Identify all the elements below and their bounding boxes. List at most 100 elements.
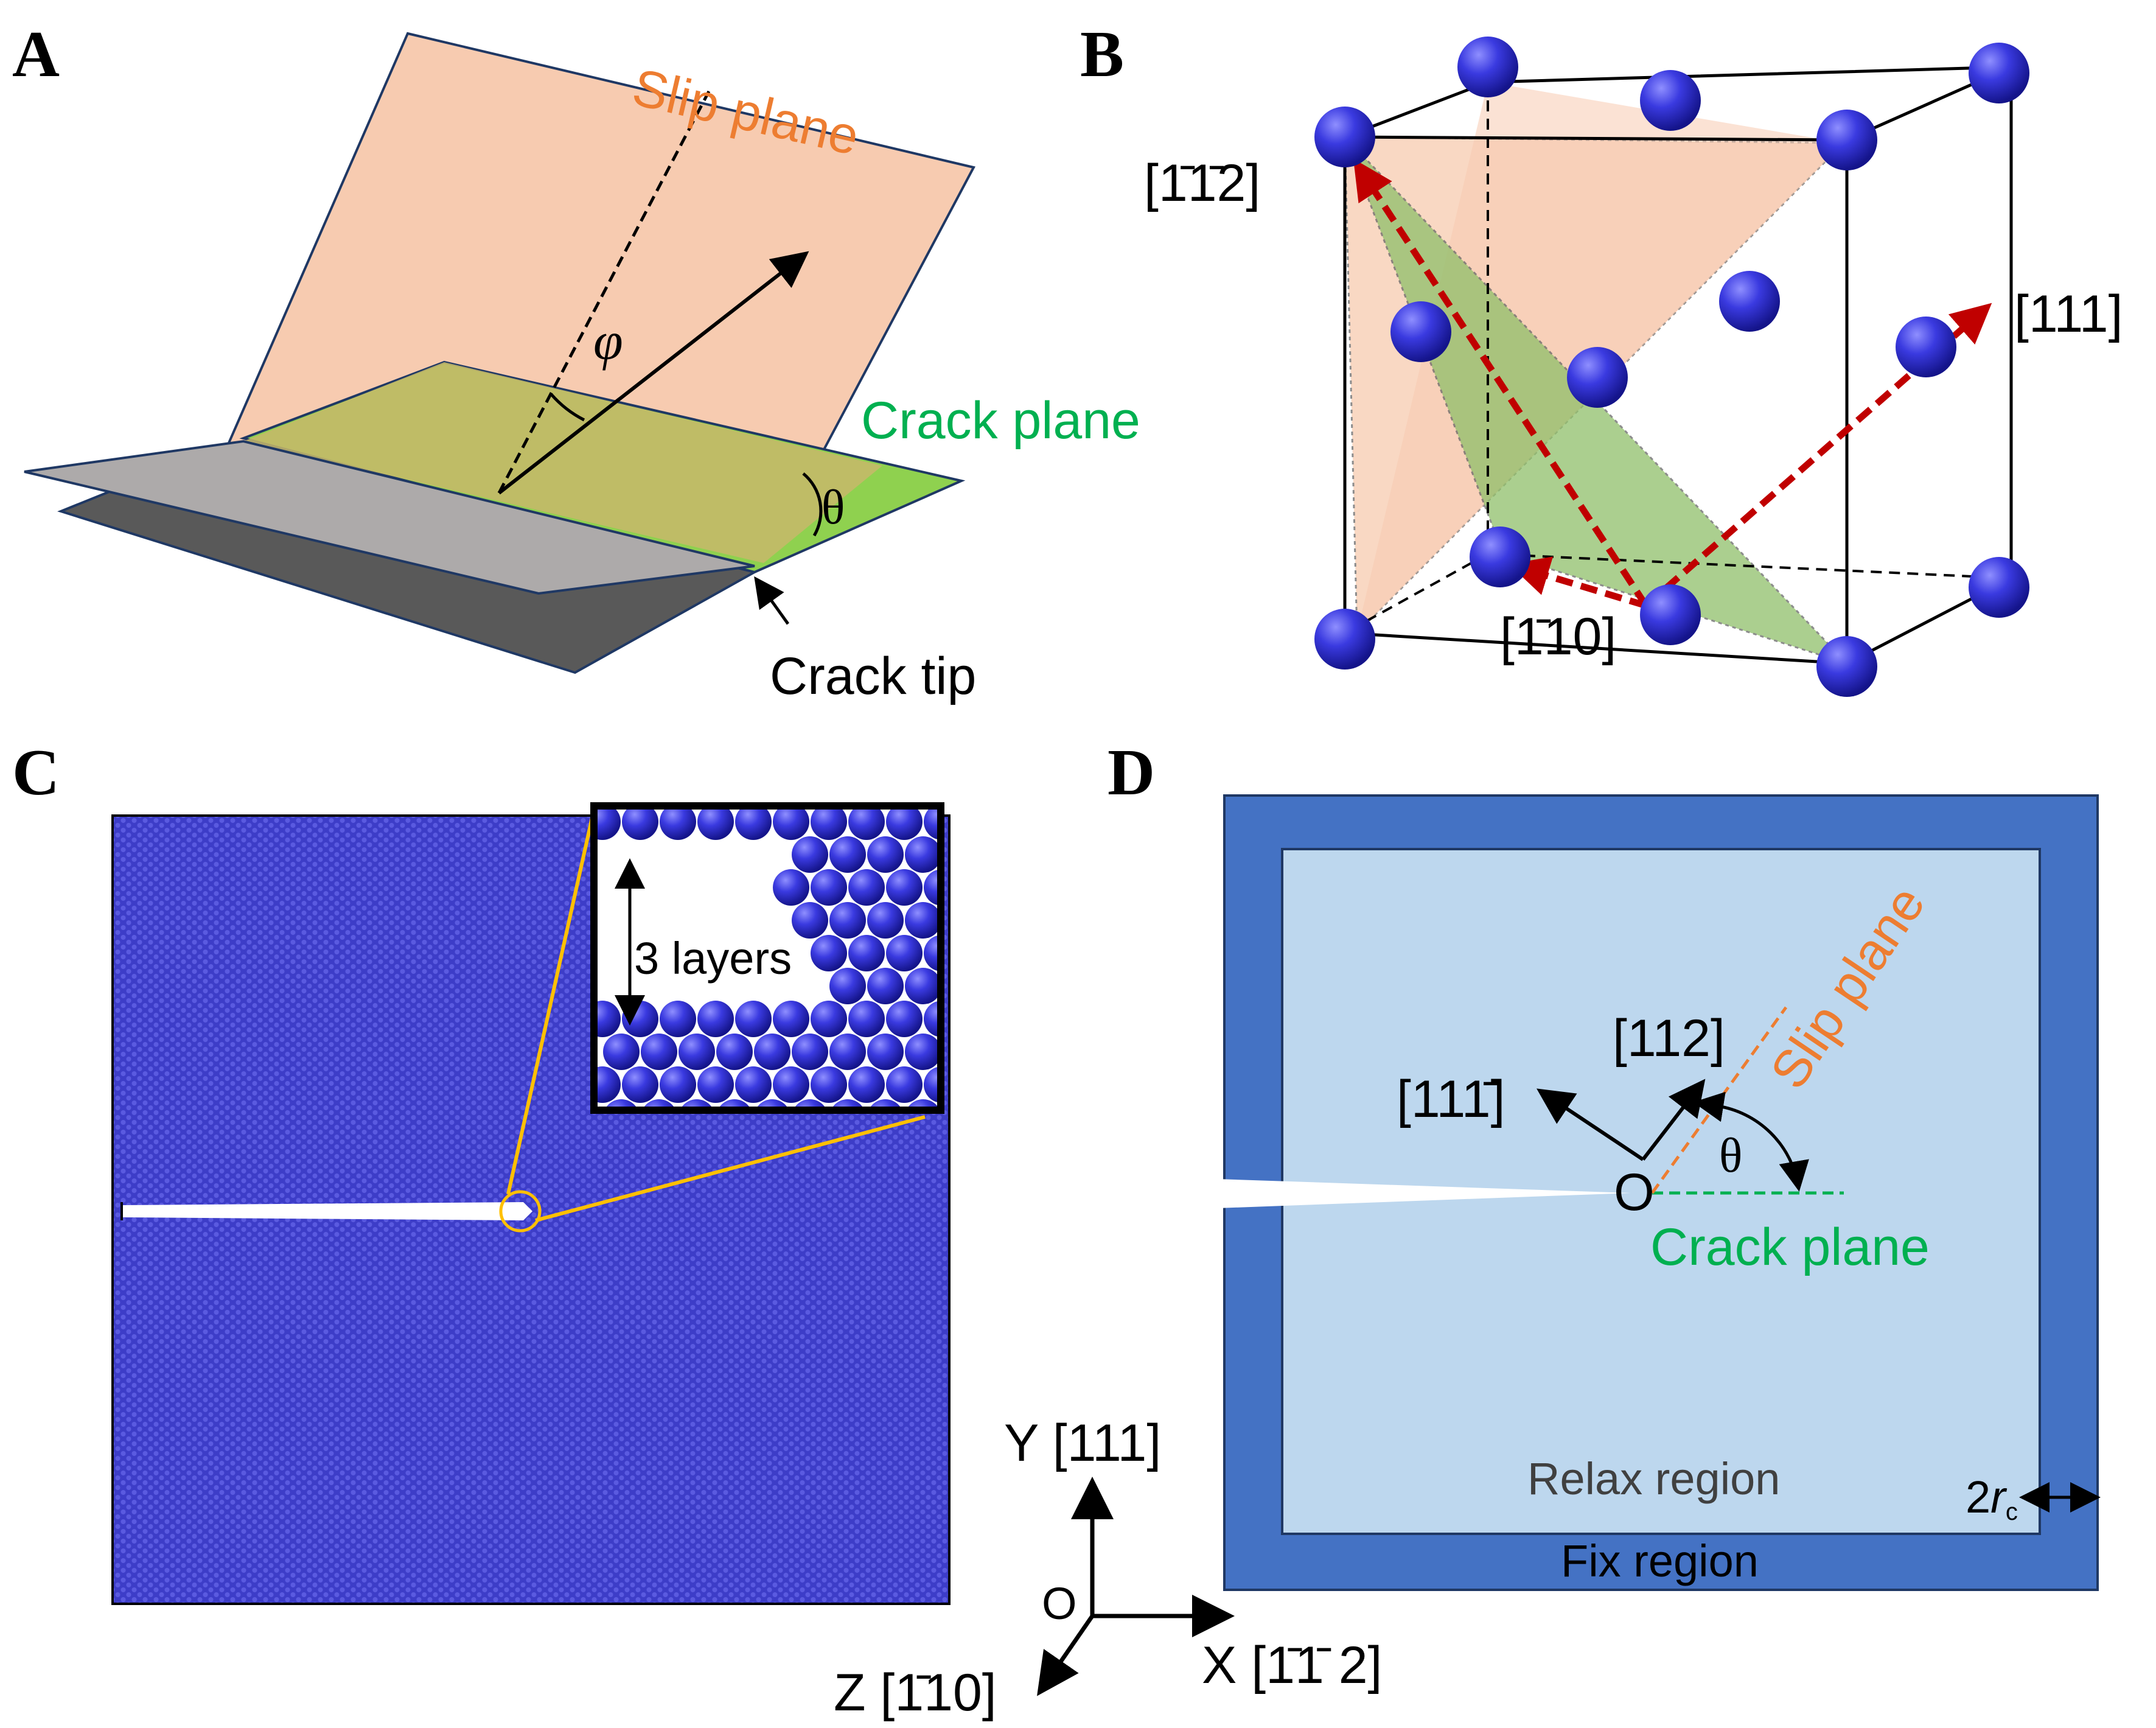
atom xyxy=(1470,526,1530,587)
inset-atom xyxy=(792,1034,828,1070)
theta-symbol-a: θ xyxy=(822,481,845,534)
inset-atom xyxy=(792,902,828,939)
d-crack-wedge xyxy=(1217,1179,1631,1208)
c-zoom-circle xyxy=(499,1190,542,1233)
b-atoms xyxy=(1314,37,2029,697)
d-theta-arc xyxy=(1693,1091,1809,1192)
z-axis-arrow xyxy=(1037,1615,1094,1696)
inset-atom xyxy=(735,806,772,840)
z-axis-label: Z [1̄10] xyxy=(834,1663,997,1722)
d-dir-112-label: [112] xyxy=(1613,1009,1725,1068)
inset-atom xyxy=(924,806,941,840)
atom xyxy=(1969,557,2029,618)
c-zoom-line-bottom xyxy=(535,1115,926,1222)
inset-atom xyxy=(735,1001,772,1037)
inset-atom xyxy=(848,806,885,840)
d-relax-label: Relax region xyxy=(1527,1453,1780,1504)
inset-atom xyxy=(924,935,941,971)
inset-atom xyxy=(829,836,866,873)
inset-atom xyxy=(811,806,847,840)
inset-atom xyxy=(886,869,923,906)
inset-atom xyxy=(594,1001,621,1037)
d-rc-label: 2rc xyxy=(1966,1472,2018,1525)
atom xyxy=(1719,271,1780,332)
inset-atom xyxy=(754,1034,790,1070)
phi-arc xyxy=(550,393,585,422)
inset-atom xyxy=(660,806,696,840)
b-dir-110-label: [1̄10] xyxy=(1500,607,1616,666)
plane-overlap xyxy=(243,362,882,563)
inset-atom xyxy=(867,836,904,873)
inset-atom xyxy=(594,806,621,840)
inset-atom xyxy=(924,869,941,906)
inset-atom xyxy=(773,1001,809,1037)
inset-atom xyxy=(811,869,847,906)
inset-atom xyxy=(848,1066,885,1103)
atom xyxy=(1640,70,1701,131)
inset-atom xyxy=(622,1066,658,1103)
inset-atom xyxy=(697,1066,734,1103)
inset-atom xyxy=(924,1001,941,1037)
d-crack-plane-label: Crack plane xyxy=(1650,1218,1930,1276)
panel-d: D θ O Crack plane Slip plane [112] [111̄… xyxy=(1108,736,2101,1591)
inset-atom xyxy=(773,869,809,906)
inset-atom xyxy=(829,902,866,939)
inset-atom xyxy=(660,1001,696,1037)
inset-atom xyxy=(697,1001,734,1037)
d-dir-11-1-label: [111̄] xyxy=(1397,1070,1505,1128)
panel-a: A φ θ Slip plane Crack plane Crack tip xyxy=(12,18,1140,705)
panel-b: B xyxy=(1080,18,2123,697)
inset-atom xyxy=(622,806,658,840)
b-hidden-edges xyxy=(1344,82,2012,634)
inset-atom xyxy=(697,806,734,840)
inset-atom xyxy=(811,1066,847,1103)
inset-atom xyxy=(886,806,923,840)
inset-atom xyxy=(811,935,847,971)
b-dir-112-label: [1̄1̄2] xyxy=(1144,154,1260,212)
inset-atom xyxy=(924,1066,941,1103)
atom xyxy=(1896,317,1956,377)
slip-dashed-line xyxy=(497,90,711,494)
theta-arc-a xyxy=(802,472,823,537)
inset-atom xyxy=(679,1034,715,1070)
inset-atom xyxy=(622,1001,658,1037)
y-axis-label: Y [111] xyxy=(1004,1414,1161,1472)
inset-atom xyxy=(660,1066,696,1103)
panel-b-letter: B xyxy=(1080,18,1124,91)
panel-c: C 3 layers xyxy=(12,736,951,1605)
top-crack-face xyxy=(24,439,755,595)
inset-atom xyxy=(829,1034,866,1070)
b-dir-111-label: [111] xyxy=(2014,285,2123,343)
inset-atom xyxy=(829,968,866,1004)
inset-atom xyxy=(867,1034,904,1070)
atom xyxy=(1457,37,1518,97)
inset-atom xyxy=(594,1066,621,1103)
atom xyxy=(1567,347,1628,408)
inset-atom xyxy=(716,1034,753,1070)
inset-atom xyxy=(773,806,809,840)
inset-atom xyxy=(905,1034,941,1070)
inset-atom xyxy=(867,902,904,939)
x-axis-label: X [1̄1̄ 2] xyxy=(1202,1636,1382,1695)
panel-d-letter: D xyxy=(1108,736,1155,809)
axes-origin-label: O xyxy=(1042,1578,1077,1629)
crack-tip-label: Crack tip xyxy=(770,647,976,705)
inset-atom xyxy=(773,1066,809,1103)
d-theta-symbol: θ xyxy=(1719,1129,1742,1183)
inset-atom xyxy=(641,1034,677,1070)
inset-atom xyxy=(867,968,904,1004)
inset-atom xyxy=(905,968,941,1004)
c-inset: 3 layers xyxy=(590,802,944,1114)
c-inset-frame xyxy=(590,802,944,1114)
panel-c-letter: C xyxy=(12,736,60,809)
atom xyxy=(1969,43,2029,103)
d-arrow-11-1 xyxy=(1537,1088,1644,1161)
c-inset-atoms xyxy=(594,806,941,1110)
crack-tip-arrow xyxy=(754,576,790,625)
inset-atom xyxy=(792,836,828,873)
atom xyxy=(1314,107,1375,167)
inset-atom xyxy=(886,935,923,971)
c-inset-label: 3 layers xyxy=(634,933,792,984)
inset-atom xyxy=(848,869,885,906)
